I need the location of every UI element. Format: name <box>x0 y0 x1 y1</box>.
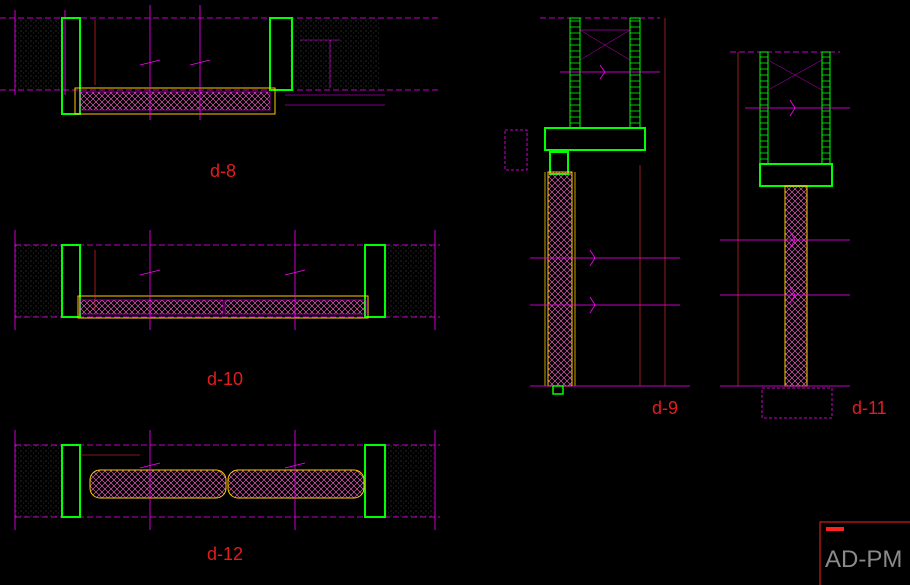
detail-d12-drawing <box>14 430 440 530</box>
detail-d10-drawing <box>14 230 440 330</box>
detail-title-d10: d-10 <box>207 369 244 389</box>
detail-title-d9: d-9 <box>652 398 679 418</box>
detail-d8-drawing <box>0 5 440 120</box>
detail-title-d11: d-11 <box>852 398 887 418</box>
detail-d9-drawing <box>504 17 690 395</box>
detail-d11-drawing <box>720 51 850 419</box>
title-block <box>819 521 910 585</box>
detail-title-d8: d-8 <box>210 161 237 181</box>
sheet-stamp: AD-PM <box>825 546 903 573</box>
detail-title-d12: d-12 <box>207 544 244 564</box>
